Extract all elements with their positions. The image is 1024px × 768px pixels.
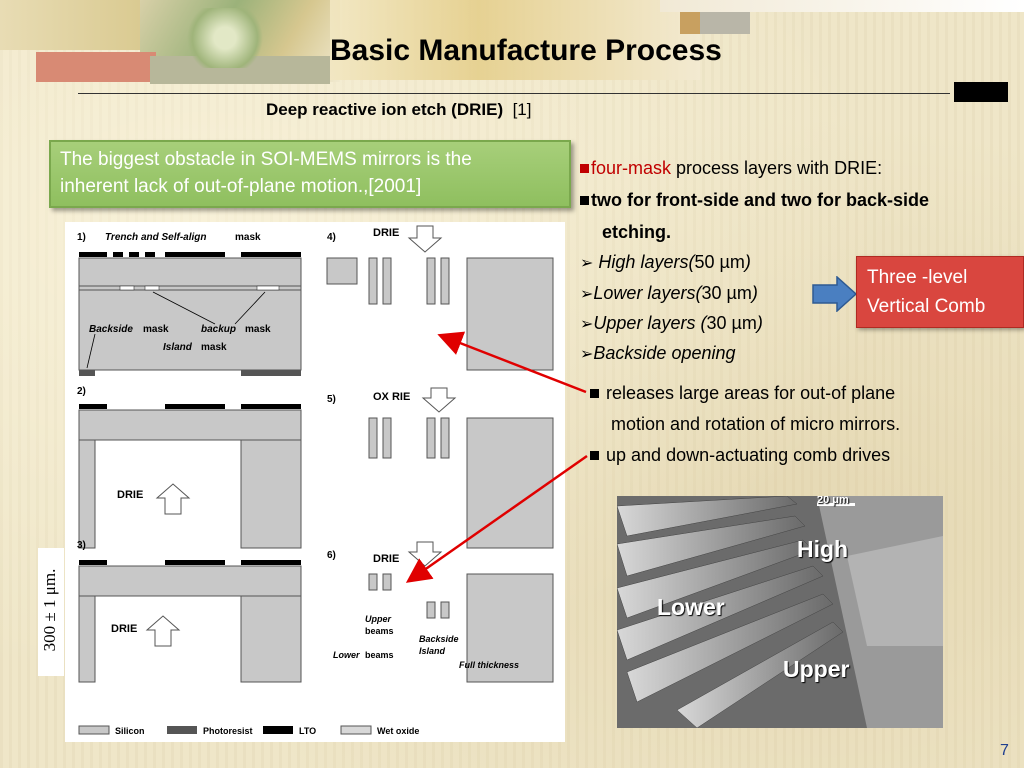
page-number: 7 (1000, 742, 1009, 759)
step-2-num: 2) (77, 386, 86, 397)
island-mask-label: Island (163, 342, 193, 353)
bullet-two-for-cont: etching. (602, 222, 672, 242)
title-rule (78, 93, 950, 94)
sem-scale-label: 20 μm (817, 496, 849, 506)
vertical-comb-callout: Three -level Vertical Comb (856, 256, 1024, 328)
step-6-drie: DRIE (373, 553, 399, 565)
subtitle-ref: [1] (512, 100, 532, 119)
process-diagram: 1) Trench and Self-align mask Backside m… (65, 222, 565, 742)
red-box-line-2: Vertical Comb (867, 296, 986, 317)
legend-lto: LTO (299, 726, 316, 736)
arrow-bullet-icon: ➢ (580, 344, 594, 363)
sub-backside-opening: ➢Backside opening (580, 343, 736, 363)
bullet-comb-drives: up and down-actuating comb drives (590, 445, 890, 466)
step-6-num: 6) (327, 550, 336, 561)
lower-beams-label2: beams (365, 650, 394, 660)
arrow-bullet-icon: ➢ (580, 314, 594, 333)
step-2-drie: DRIE (117, 489, 143, 501)
sub-upper-layers: ➢Upper layers (30 µm) (580, 313, 763, 333)
bullet-four-mask: four-mask process layers with DRIE: (580, 158, 882, 179)
bullet-releases-cont: motion and rotation of micro mirrors. (611, 414, 901, 434)
upper-beams-label2: beams (365, 626, 394, 636)
backup-mask-label: backup (201, 324, 236, 335)
callout-line-2: inherent lack of out-of-plane motion.,[2… (60, 176, 422, 197)
slide-title: Basic Manufacture Process (330, 34, 722, 67)
sem-label-upper: Upper (783, 656, 850, 682)
black-box (954, 82, 1008, 102)
subtitle-bold: Deep reactive ion etch (DRIE) (266, 100, 504, 119)
thickness-label: 300 ± 1 μm. (38, 548, 64, 676)
slide-subtitle: Deep reactive ion etch (DRIE) [1] (266, 100, 531, 120)
step-1-label: Trench and Self-align (105, 232, 207, 243)
bullet-square-black (590, 451, 599, 460)
right-arrow-icon (812, 276, 858, 312)
step-3-drie: DRIE (111, 623, 137, 635)
red-box-line-1: Three -level (867, 267, 968, 288)
decorative-banner (0, 0, 1024, 92)
bullet-square-red (580, 164, 589, 173)
bullet-square-black (580, 196, 589, 205)
step-5-num: 5) (327, 394, 336, 405)
step-1-label2: mask (235, 232, 261, 243)
arrow-bullet-icon: ➢ (580, 253, 594, 272)
legend-wet-oxide: Wet oxide (377, 726, 419, 736)
step-3-num: 3) (77, 540, 86, 551)
sub-lower-layers: ➢Lower layers(30 µm) (580, 283, 758, 303)
step-1-num: 1) (77, 232, 86, 243)
upper-beams-label: Upper (365, 614, 392, 624)
arrow-bullet-icon: ➢ (580, 284, 594, 303)
bullet-releases: releases large areas for out-of plane (590, 383, 895, 404)
sub-high-layers: ➢ High layers(50 µm) (580, 252, 751, 272)
bullet-square-black (590, 389, 599, 398)
island-mask-label2: mask (201, 342, 227, 353)
backside-mask-label: Backside (89, 324, 133, 335)
step-4-drie: DRIE (373, 227, 399, 239)
sem-label-lower: Lower (657, 594, 725, 620)
backside-island-label2: Island (419, 646, 446, 656)
backup-mask-label2: mask (245, 324, 271, 335)
step-4-num: 4) (327, 232, 336, 243)
lower-beams-label: Lower (333, 650, 360, 660)
callout-line-1: The biggest obstacle in SOI-MEMS mirrors… (60, 149, 472, 170)
full-thickness-label: Full thickness (459, 660, 519, 670)
sem-label-high: High (797, 536, 849, 562)
legend-silicon: Silicon (115, 726, 145, 736)
legend-photoresist: Photoresist (203, 726, 253, 736)
backside-mask-label2: mask (143, 324, 169, 335)
bullet-two-for: two for front-side and two for back-side (580, 190, 929, 211)
obstacle-callout: The biggest obstacle in SOI-MEMS mirrors… (49, 140, 571, 208)
step-5-ox-rie: OX RIE (373, 391, 410, 403)
backside-island-label: Backside (419, 634, 459, 644)
sem-micrograph: 20 μm High Lower Upper (617, 496, 943, 728)
